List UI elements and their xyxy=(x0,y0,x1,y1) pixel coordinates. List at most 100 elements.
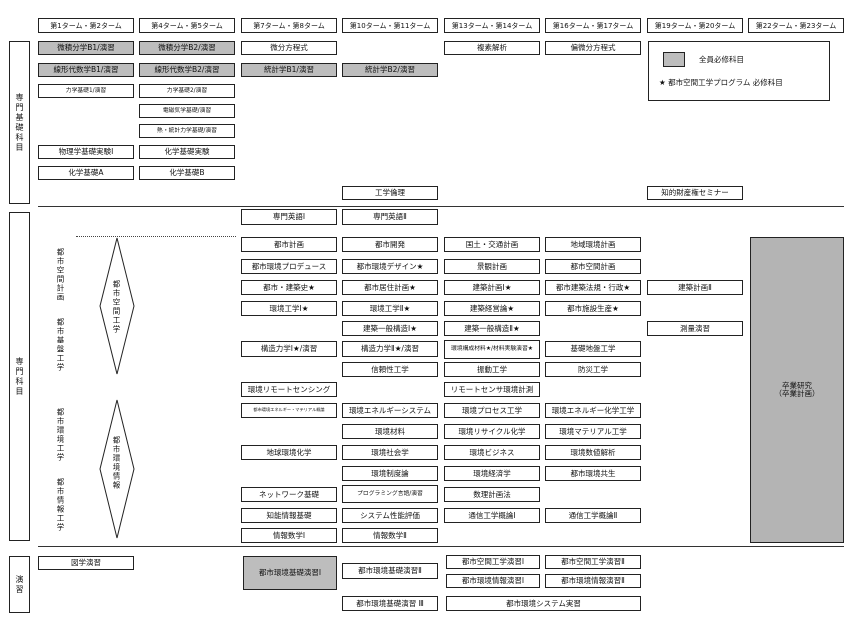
course-box: 地域環境計画 xyxy=(545,237,641,252)
area-label: 都市基盤工学 xyxy=(56,318,65,372)
course-box: 都市環境共生 xyxy=(545,466,641,481)
course-box: 建築一般構造Ⅱ★ xyxy=(444,321,540,336)
course-box: 力学基礎2/演習 xyxy=(139,84,235,98)
course-box: システム性能評価 xyxy=(342,508,438,523)
diamond-label: 都市環境情報 xyxy=(112,436,121,490)
course-box: 景観計画 xyxy=(444,259,540,274)
course-box: 建築計画Ⅰ★ xyxy=(444,280,540,295)
course-box: 都市居住計画★ xyxy=(342,280,438,295)
course-box: 環境エネルギーシステム xyxy=(342,403,438,418)
area-label: 都市情報工学 xyxy=(56,478,65,532)
course-box: 都市空間計画 xyxy=(545,259,641,274)
course-box: 工学倫理 xyxy=(342,186,438,200)
course-box: 化学基礎B xyxy=(139,166,235,180)
course-box: 環境社会学 xyxy=(342,445,438,460)
course-box: 都市・建築史★ xyxy=(241,280,337,295)
course-box: 都市環境基礎演習 Ⅲ xyxy=(342,596,438,611)
course-box: 統計学B2/演習 xyxy=(342,63,438,77)
course-box: 偏微分方程式 xyxy=(545,41,641,55)
course-box: 構造力学Ⅰ★/演習 xyxy=(241,341,337,357)
column-header-6: 第16ターム・第17ターム xyxy=(545,18,641,33)
column-header-2: 第4ターム・第5ターム xyxy=(139,18,235,33)
column-header-1: 第1ターム・第2ターム xyxy=(38,18,134,33)
course-box: プログラミング言語/演習 xyxy=(342,485,438,503)
course-box: 数理計画法 xyxy=(444,487,540,502)
course-box: 環境エネルギー化学工学 xyxy=(545,403,641,418)
course-box: 環境プロセス工学 xyxy=(444,403,540,418)
course-box: 知的財産権セミナー xyxy=(647,186,743,200)
legend-program-required: ★ 都市空間工学プログラム 必修科目 xyxy=(659,78,783,87)
course-box: 化学基礎A xyxy=(38,166,134,180)
course-box: 通信工学概論Ⅰ xyxy=(444,508,540,523)
column-header-3: 第7ターム・第8ターム xyxy=(241,18,337,33)
course-box: 環境数値解析 xyxy=(545,445,641,460)
course-box: 微積分学B2/演習 xyxy=(139,41,235,55)
course-box: 都市開発 xyxy=(342,237,438,252)
course-box: 都市空間工学演習Ⅱ xyxy=(545,555,641,569)
course-box: 基礎地盤工学 xyxy=(545,341,641,357)
course-box: ネットワーク基礎 xyxy=(241,487,337,502)
course-box: 環境構成材料★/材料実験演習★ xyxy=(444,340,540,359)
course-box: 環境マテリアル工学 xyxy=(545,424,641,439)
course-box: 建築一般構造Ⅰ★ xyxy=(342,321,438,336)
course-box: 都市環境情報演習Ⅱ xyxy=(545,574,641,588)
graduation-design-label: （卒業計画） xyxy=(774,389,820,398)
course-box: 国土・交通計画 xyxy=(444,237,540,252)
course-box: 環境材料 xyxy=(342,424,438,439)
legend-all-required: 全員必修科目 xyxy=(699,55,744,64)
course-box: 図学演習 xyxy=(38,556,134,570)
separator-line xyxy=(38,206,844,207)
column-header-8: 第22ターム・第23ターム xyxy=(748,18,844,33)
course-box: 線形代数学B2/演習 xyxy=(139,63,235,77)
section-specialty: 専門科目 xyxy=(9,212,30,541)
course-box: 都市環境基礎演習Ⅱ xyxy=(342,563,438,579)
column-header-7: 第19ターム・第20ターム xyxy=(647,18,743,33)
course-box: 環境工学Ⅱ★ xyxy=(342,301,438,316)
dotted-line xyxy=(76,236,236,237)
course-box: 微積分学B1/演習 xyxy=(38,41,134,55)
course-box: 力学基礎1/演習 xyxy=(38,84,134,98)
course-box: 建築計画Ⅱ xyxy=(647,280,743,295)
course-box: 環境経済学 xyxy=(444,466,540,481)
course-box: 環境ビジネス xyxy=(444,445,540,460)
course-box: 熱・統計力学基礎/演習 xyxy=(139,124,235,138)
course-box: 環境リサイクル化学 xyxy=(444,424,540,439)
course-box: 都市環境システム実習 xyxy=(446,596,641,611)
course-box: 地球環境化学 xyxy=(241,445,337,460)
diamond-urban-space xyxy=(99,237,135,375)
course-box: 都市環境デザイン★ xyxy=(342,259,438,274)
diamond-label: 都市空間工学 xyxy=(112,280,121,334)
course-box: 都市施設生産★ xyxy=(545,301,641,316)
course-box: 測量演習 xyxy=(647,321,743,336)
legend-gray-swatch xyxy=(663,52,685,67)
course-box: 環境リモートセンシング xyxy=(241,382,337,397)
diamond-urban-env xyxy=(99,399,135,539)
course-box: リモートセンサ環境計測 xyxy=(444,382,540,397)
course-box: 線形代数学B1/演習 xyxy=(38,63,134,77)
separator-line xyxy=(38,546,844,547)
column-header-4: 第10ターム・第11ターム xyxy=(342,18,438,33)
course-box: 建築経営論★ xyxy=(444,301,540,316)
course-box: 専門英語Ⅱ xyxy=(342,209,438,225)
section-basic: 専門基礎科目 xyxy=(9,41,30,204)
course-box: 微分方程式 xyxy=(241,41,337,55)
course-box: 都市空間工学演習Ⅰ xyxy=(446,555,540,569)
course-box: 専門英語Ⅰ xyxy=(241,209,337,225)
course-box: 構造力学Ⅱ★/演習 xyxy=(342,341,438,357)
course-box: 環境工学Ⅰ★ xyxy=(241,301,337,316)
course-box: 統計学B1/演習 xyxy=(241,63,337,77)
course-box: 防災工学 xyxy=(545,362,641,377)
course-box: 都市環境情報演習Ⅰ xyxy=(446,574,540,588)
course-box: 都市建築法規・行政★ xyxy=(545,280,641,295)
course-box: 物理学基礎実験Ⅰ xyxy=(38,145,134,159)
course-box: 都市計画 xyxy=(241,237,337,252)
course-box: 複素解析 xyxy=(444,41,540,55)
legend: 全員必修科目 ★ 都市空間工学プログラム 必修科目 xyxy=(648,41,830,101)
graduation-research-box: 卒業研究 （卒業計画） xyxy=(750,237,844,543)
course-box: 知能情報基礎 xyxy=(241,508,337,523)
course-box: 都市環境エネルギー・マテリアル概論 xyxy=(241,403,337,418)
course-box: 振動工学 xyxy=(444,362,540,377)
section-practice: 演習 xyxy=(9,556,30,613)
graduation-research-label: 卒業研究 xyxy=(782,381,812,391)
course-box: 信頼性工学 xyxy=(342,362,438,377)
